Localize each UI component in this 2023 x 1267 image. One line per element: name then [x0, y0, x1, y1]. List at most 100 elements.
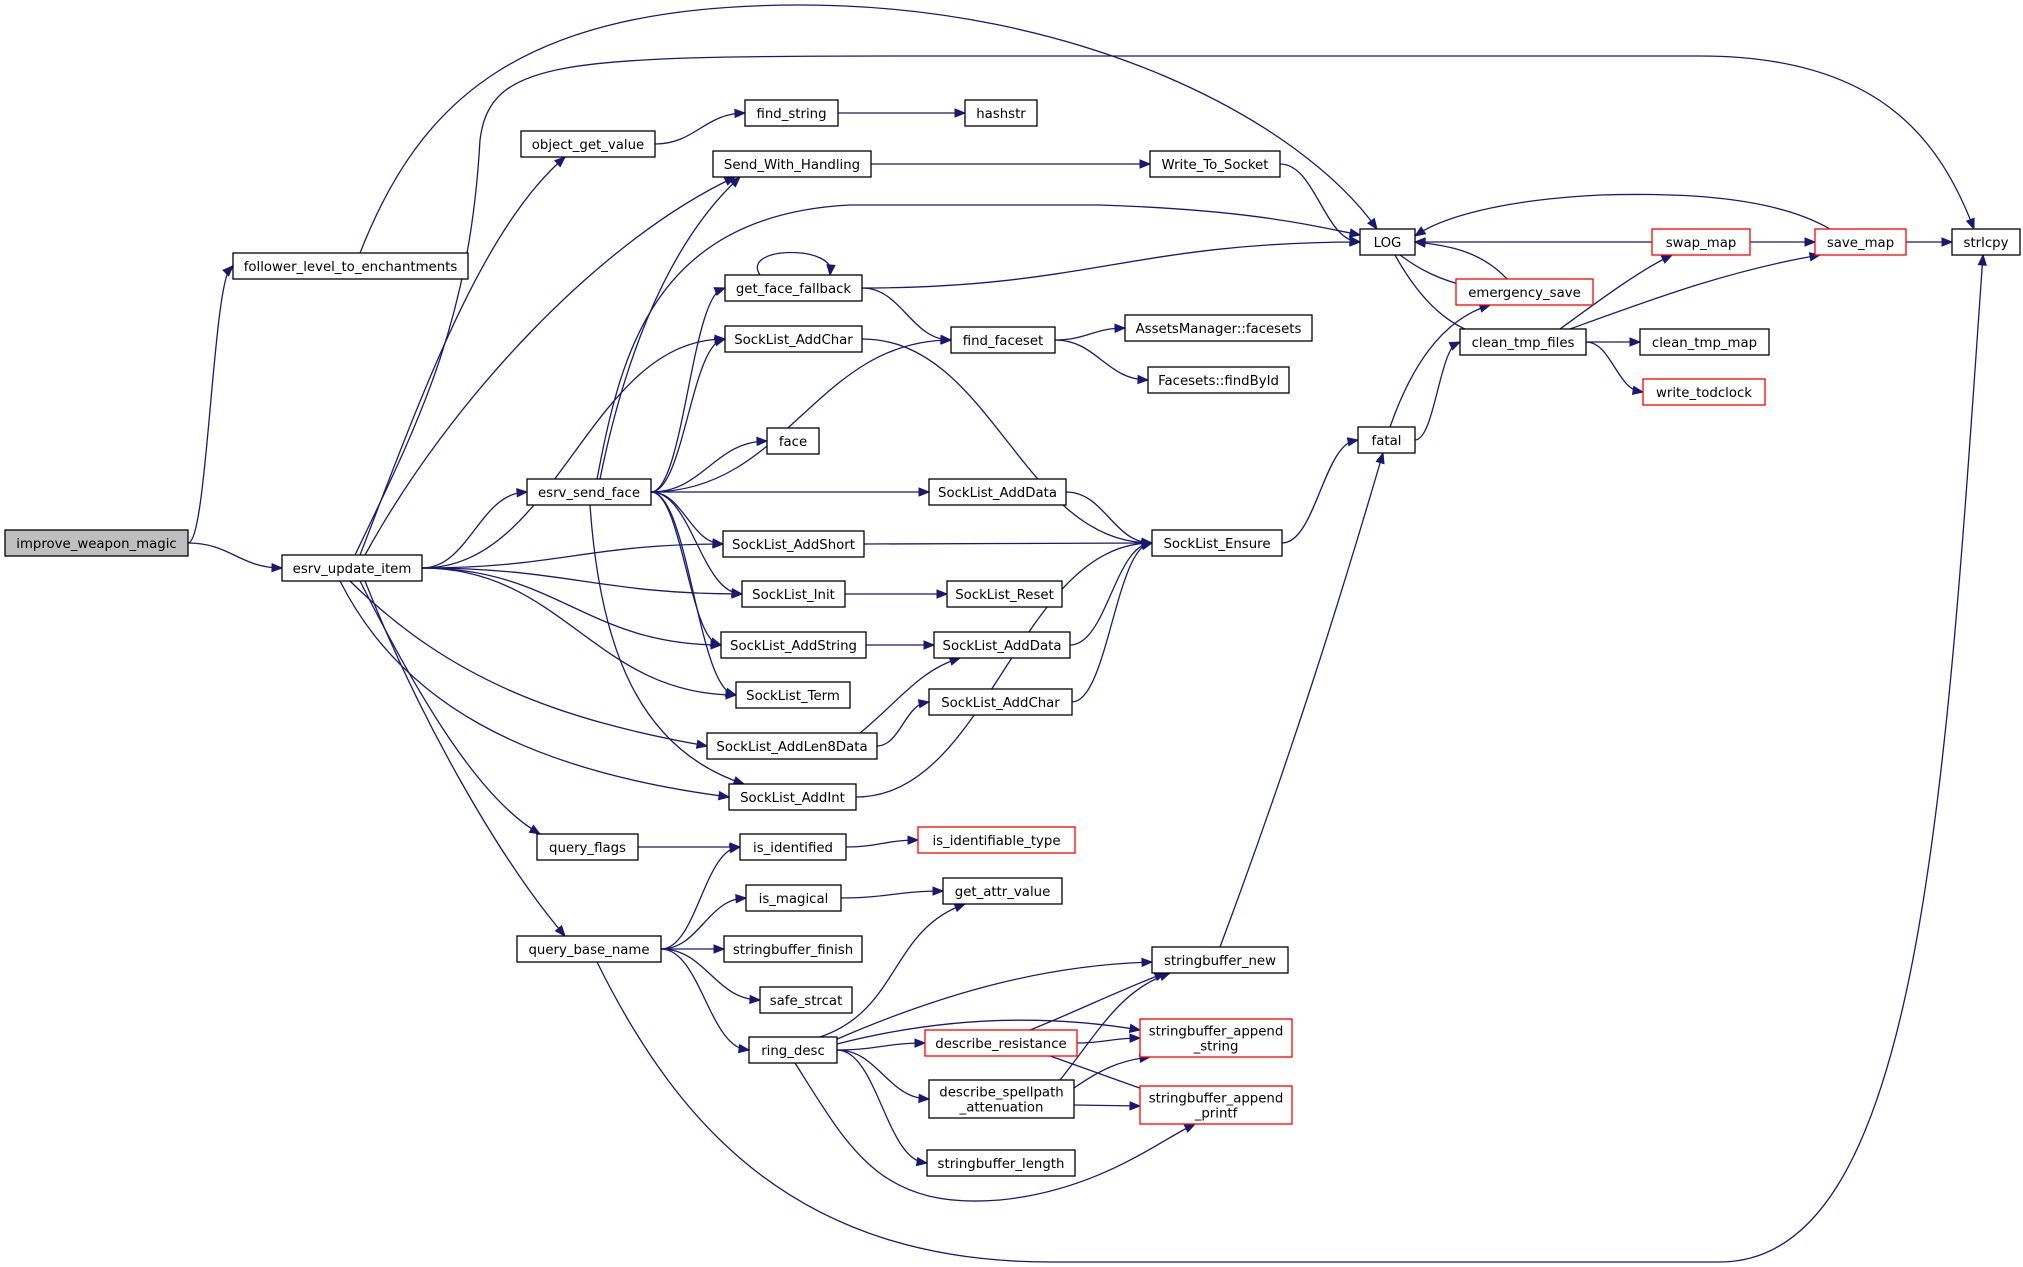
- node-safe-strcat[interactable]: safe_strcat: [759, 986, 853, 1014]
- node-sl-addlen8data[interactable]: SockList_AddLen8Data: [706, 732, 878, 760]
- node-follower-level-to-enchantments[interactable]: follower_level_to_enchantments: [232, 252, 469, 280]
- node-sl-addchar-1[interactable]: SockList_AddChar: [724, 325, 863, 353]
- arrowhead: [1413, 226, 1427, 237]
- node-find-faceset[interactable]: find_faceset: [950, 326, 1056, 354]
- edge-get_face_fallback-to-get_face_fallback: [756, 251, 836, 277]
- node-stringbuffer-new[interactable]: stringbuffer_new: [1151, 946, 1289, 974]
- node-write-todclock[interactable]: write_todclock: [1642, 378, 1766, 406]
- edge-line: [863, 542, 1153, 545]
- edge-describe_resistance-to-sb_append_string: [1076, 1033, 1142, 1044]
- node-face[interactable]: face: [766, 427, 820, 455]
- node-fatal[interactable]: fatal: [1357, 426, 1416, 454]
- arrowhead: [1660, 254, 1674, 264]
- node-log[interactable]: LOG: [1359, 228, 1416, 256]
- node-stringbuffer-finish[interactable]: stringbuffer_finish: [723, 935, 863, 963]
- edge-line: [1029, 972, 1166, 1031]
- node-box: [739, 833, 847, 861]
- edge-line: [1073, 1104, 1141, 1107]
- node-sl-ensure[interactable]: SockList_Ensure: [1151, 529, 1283, 557]
- node-box: [720, 631, 867, 659]
- node-sl-reset[interactable]: SockList_Reset: [946, 580, 1063, 608]
- node-write-to-socket[interactable]: Write_To_Socket: [1149, 150, 1281, 178]
- node-sb-append-string[interactable]: stringbuffer_append_string: [1139, 1018, 1293, 1058]
- node-box: [706, 732, 878, 760]
- edge-esrv_update_item-to-object_get_value: [359, 156, 567, 556]
- node-get-face-fallback[interactable]: get_face_fallback: [724, 274, 863, 302]
- node-label: _printf: [1194, 1107, 1238, 1122]
- node-sl-addstring[interactable]: SockList_AddString: [720, 631, 867, 659]
- edge-esrv_send_face-to-sl_addchar_1: [650, 337, 727, 493]
- edge-swap_map-to-log: [1413, 237, 1652, 247]
- edge-line: [1585, 341, 1644, 393]
- edge-line: [1054, 327, 1126, 341]
- node-sb-append-printf[interactable]: stringbuffer_append_printf: [1139, 1085, 1293, 1125]
- node-save-map[interactable]: save_map: [1814, 228, 1907, 256]
- node-swap-map[interactable]: swap_map: [1651, 228, 1751, 256]
- node-label: ring_desc: [761, 1044, 825, 1059]
- node-box: [1151, 946, 1289, 974]
- edge-line: [1219, 452, 1384, 948]
- node-label: strlcpy: [1964, 236, 2009, 251]
- node-box: [1139, 1018, 1293, 1058]
- node-facesets-findbyid[interactable]: Facesets::findById: [1147, 366, 1290, 394]
- node-box: [946, 580, 1063, 608]
- node-sl-init[interactable]: SockList_Init: [741, 580, 846, 608]
- node-find-string[interactable]: find_string: [744, 99, 839, 127]
- node-label: save_map: [1827, 236, 1894, 251]
- node-emergency-save[interactable]: emergency_save: [1455, 278, 1594, 306]
- edge-improve_weapon_magic-to-esrv_update_item: [187, 542, 284, 573]
- node-label: SockList_Init: [752, 588, 835, 603]
- node-get-attr-value[interactable]: get_attr_value: [942, 877, 1063, 905]
- arrowhead: [712, 538, 725, 548]
- arrowhead: [1629, 337, 1642, 347]
- node-describe-resistance[interactable]: describe_resistance: [924, 1029, 1078, 1057]
- node-esrv-update-item[interactable]: esrv_update_item: [281, 554, 423, 582]
- node-label: get_face_fallback: [736, 282, 852, 297]
- node-sl-addint[interactable]: SockList_AddInt: [728, 783, 857, 811]
- arrowhead: [756, 436, 769, 447]
- node-query-flags[interactable]: query_flags: [536, 833, 639, 861]
- node-hashstr[interactable]: hashstr: [964, 99, 1038, 127]
- node-label: SockList_Ensure: [1163, 537, 1270, 552]
- node-strlcpy[interactable]: strlcpy: [1951, 228, 2021, 256]
- arrowhead: [932, 886, 945, 896]
- node-improve-weapon-magic[interactable]: improve_weapon_magic: [4, 529, 189, 557]
- node-sl-adddata-1[interactable]: SockList_AddData: [928, 478, 1067, 506]
- node-is-magical[interactable]: is_magical: [745, 884, 842, 912]
- arrowhead: [1366, 217, 1378, 231]
- node-sl-addshort[interactable]: SockList_AddShort: [722, 530, 865, 558]
- edge-line: [1414, 341, 1461, 441]
- node-query-base-name[interactable]: query_base_name: [516, 935, 662, 963]
- node-ring-desc[interactable]: ring_desc: [748, 1036, 838, 1064]
- edge-sl_ensure-to-fatal: [1281, 437, 1360, 544]
- edge-save_map-to-strlcpy: [1905, 237, 1954, 247]
- node-label: _string: [1193, 1040, 1239, 1055]
- node-object-get-value[interactable]: object_get_value: [520, 130, 656, 158]
- node-assets-facesets[interactable]: AssetsManager::facesets: [1124, 314, 1313, 342]
- node-label: follower_level_to_enchantments: [244, 260, 458, 275]
- arrowhead: [1114, 323, 1127, 334]
- edge-line: [834, 961, 1153, 1041]
- edge-line: [1389, 304, 1491, 428]
- node-label: SockList_AddChar: [734, 333, 853, 348]
- arrowhead: [729, 176, 741, 188]
- node-describe-spellpath[interactable]: describe_spellpath_attenuation: [928, 1079, 1075, 1119]
- node-sl-term[interactable]: SockList_Term: [735, 681, 851, 709]
- node-stringbuffer-length[interactable]: stringbuffer_length: [926, 1149, 1076, 1177]
- node-sl-adddata-2[interactable]: SockList_AddData: [933, 631, 1071, 659]
- edge-line: [339, 580, 730, 798]
- node-box: [724, 274, 863, 302]
- node-esrv-send-face[interactable]: esrv_send_face: [526, 478, 652, 506]
- node-box: [924, 1029, 1078, 1057]
- node-label: find_string: [756, 107, 826, 122]
- node-clean-tmp-files[interactable]: clean_tmp_files: [1459, 328, 1587, 356]
- node-is-identified[interactable]: is_identified: [739, 833, 847, 861]
- node-is-identifiable-type[interactable]: is_identifiable_type: [917, 826, 1076, 854]
- node-sl-addchar-2[interactable]: SockList_AddChar: [928, 688, 1073, 716]
- arrowhead: [1129, 1033, 1142, 1043]
- node-box: [1951, 228, 2021, 256]
- node-send-with-handling[interactable]: Send_With_Handling: [712, 150, 872, 178]
- node-clean-tmp-map[interactable]: clean_tmp_map: [1639, 328, 1770, 356]
- arrowhead: [728, 844, 742, 854]
- arrowhead: [953, 903, 967, 913]
